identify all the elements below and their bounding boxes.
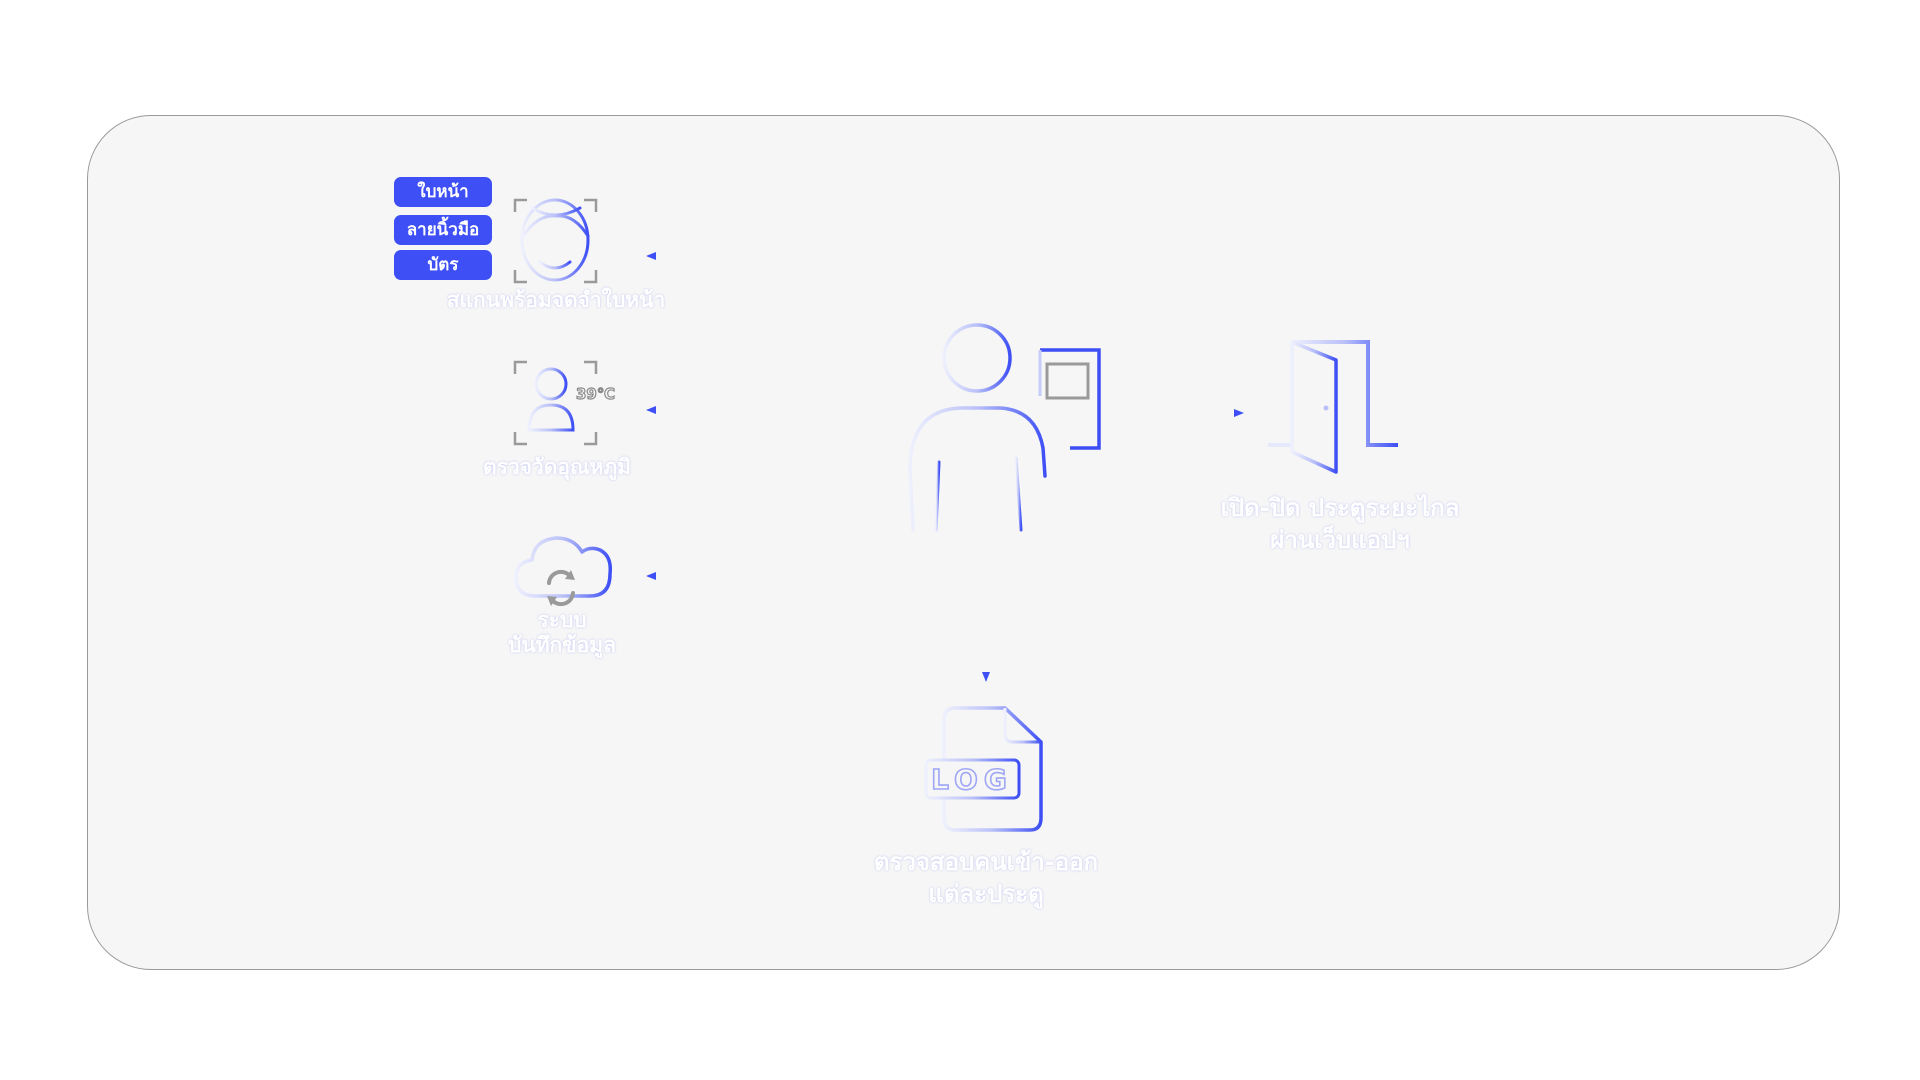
door-icon: [1268, 340, 1398, 474]
person-head: [942, 323, 1012, 393]
diagram-panel: [87, 115, 1840, 970]
door-caption-line2: ผ่านเว็บแอปฯ: [1270, 526, 1410, 554]
cloud-caption-line2: บันทึกข้อมูล: [508, 633, 616, 657]
person-body: [908, 406, 1047, 532]
log-caption-line2: แต่ละประตู: [928, 880, 1044, 908]
temperature-reading: 39℃: [576, 385, 615, 403]
arrow-log-icon: [982, 672, 990, 682]
face-scan-icon: [513, 198, 598, 284]
cloud-caption-line1: ระบบ: [537, 608, 587, 632]
log-file-icon: LOG: [924, 706, 1043, 832]
method-fingerprint-pill: ลายนิ้วมือ: [394, 215, 492, 245]
scanner-screen: [1045, 362, 1090, 400]
arrow-face-icon: [646, 252, 656, 260]
scanner-frame: [1040, 348, 1101, 450]
log-label: LOG: [931, 763, 1013, 796]
arrow-cloud-icon: [646, 572, 656, 580]
door-caption-line1: เปิด-ปิด ประตูระยะไกล: [1220, 494, 1460, 522]
cloud-sync-icon: [514, 536, 613, 607]
person-with-scanner-icon: [908, 290, 1101, 534]
temperature-caption: ตรวจวัดอุณหภูมิ: [482, 455, 632, 479]
face-scan-caption: สแกนพร้อมจดจำใบหน้า: [446, 288, 666, 312]
arrow-temperature-icon: [646, 406, 656, 414]
temperature-scan-icon: [513, 360, 598, 446]
method-face-pill: ใบหน้า: [394, 177, 492, 207]
log-caption-line1: ตรวจสอบคนเข้า-ออก: [873, 848, 1099, 876]
connectors: [646, 252, 1244, 682]
arrow-door-icon: [1234, 409, 1244, 417]
method-card-pill: บัตร: [394, 250, 492, 280]
